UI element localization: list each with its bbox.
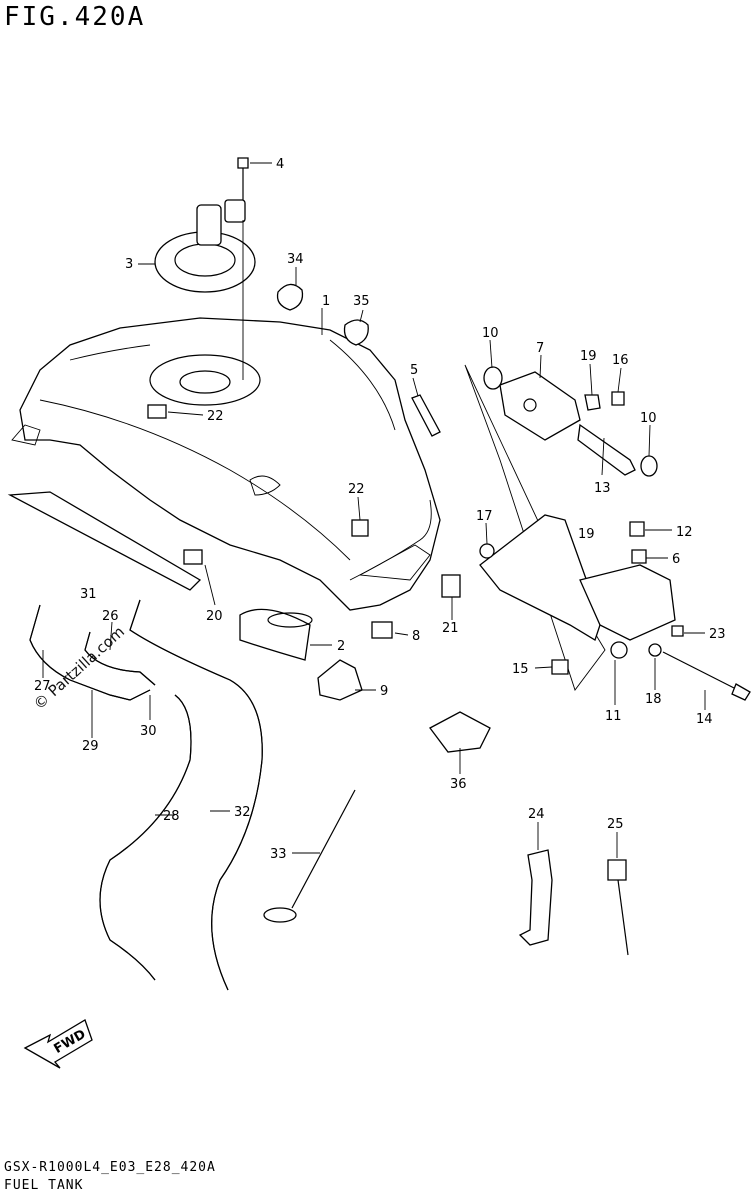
hoses[interactable]: [29, 599, 263, 991]
model-code: GSX-R1000L4_E03_E28_420A: [4, 1160, 216, 1175]
callout-16: 16: [612, 353, 629, 368]
callout-31: 31: [80, 587, 97, 602]
fuel-tank[interactable]: [11, 317, 441, 611]
callout-3: 3: [125, 257, 133, 272]
callout-32: 32: [234, 805, 251, 820]
fuel-cap-assembly[interactable]: [154, 157, 256, 380]
damper-35[interactable]: [343, 319, 369, 346]
callout-21: 21: [442, 621, 459, 636]
band-24[interactable]: [518, 849, 553, 946]
callout-11: 11: [605, 709, 622, 724]
pad-strip[interactable]: [7, 491, 202, 591]
damper-34[interactable]: [276, 283, 304, 311]
callout-2: 2: [337, 639, 345, 654]
pad-36[interactable]: [429, 711, 491, 753]
callout-19b: 19: [578, 527, 595, 542]
callout-22a: 22: [207, 409, 224, 424]
callout-26: 26: [102, 609, 119, 624]
callout-23: 23: [709, 627, 726, 642]
tie-25[interactable]: [607, 859, 629, 956]
callout-22b: 22: [348, 482, 365, 497]
callout-18: 18: [645, 692, 662, 707]
sensor-33[interactable]: [263, 789, 356, 923]
callout-17: 17: [476, 509, 493, 524]
callout-20: 20: [206, 609, 223, 624]
callout-1: 1: [322, 294, 330, 309]
holder-9[interactable]: [317, 659, 363, 701]
callout-10a: 10: [482, 326, 499, 341]
callout-28: 28: [163, 809, 180, 824]
callout-9: 9: [380, 684, 388, 699]
callout-10b: 10: [640, 411, 657, 426]
clip-8[interactable]: [371, 621, 393, 639]
callout-4: 4: [276, 157, 284, 172]
fwd-arrow-icon: FWD: [23, 1019, 93, 1069]
sleeve-2[interactable]: [239, 608, 313, 661]
callout-13: 13: [594, 481, 611, 496]
cushion-21[interactable]: [441, 574, 461, 598]
callout-33: 33: [270, 847, 287, 862]
section-name: FUEL TANK: [4, 1178, 84, 1193]
callout-19a: 19: [580, 349, 597, 364]
callout-35: 35: [353, 294, 370, 309]
callout-30: 30: [140, 724, 157, 739]
cushion-22b[interactable]: [351, 519, 369, 537]
bracket-assembly[interactable]: [464, 364, 751, 701]
callout-14: 14: [696, 712, 713, 727]
cushion-20[interactable]: [183, 549, 203, 565]
leader-lines: [42, 162, 706, 858]
callout-29: 29: [82, 739, 99, 754]
callout-25: 25: [607, 817, 624, 832]
cushion-22a[interactable]: [147, 404, 167, 419]
callout-7: 7: [536, 341, 544, 356]
callout-15: 15: [512, 662, 529, 677]
callout-12: 12: [676, 525, 693, 540]
callout-8: 8: [412, 629, 420, 644]
callout-36: 36: [450, 777, 467, 792]
figure-title: FIG.420A: [4, 2, 146, 32]
callout-24: 24: [528, 807, 545, 822]
callout-27: 27: [34, 679, 51, 694]
callout-numbers: 1 2 3 4 5 6 7 8 9 10 10 11 12 13 14 15 1…: [34, 157, 726, 862]
callout-6: 6: [672, 552, 680, 567]
strip-5[interactable]: [411, 394, 441, 437]
callout-5: 5: [410, 363, 418, 378]
callout-34: 34: [287, 252, 304, 267]
